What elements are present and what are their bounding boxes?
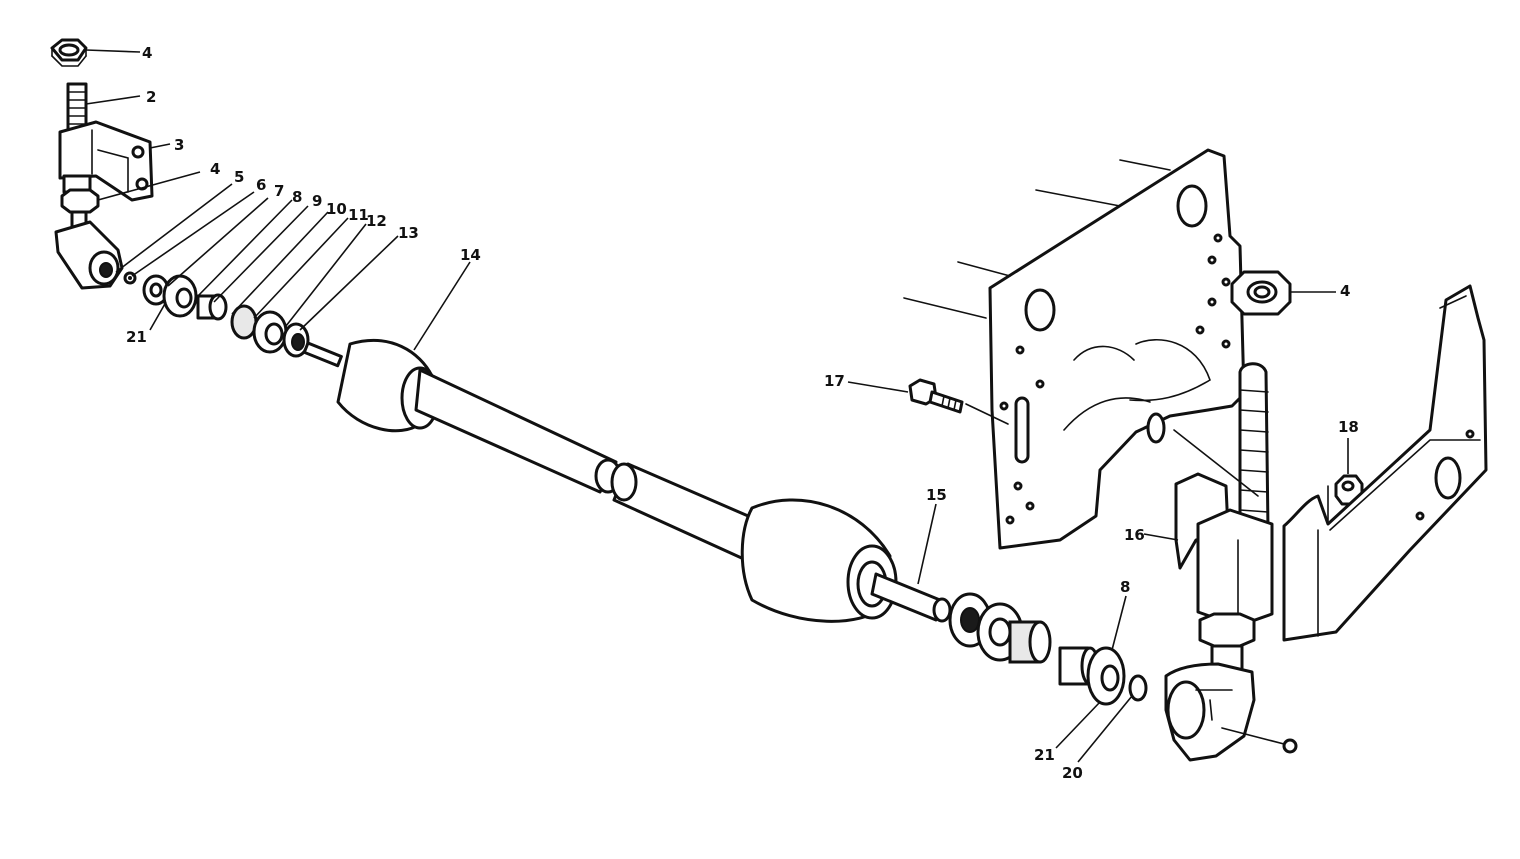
callout-4-right: 4 xyxy=(1340,282,1350,300)
part-16-slide-block xyxy=(1173,429,1274,628)
callout-10: 10 xyxy=(326,200,347,218)
part-4-mid-nut xyxy=(60,188,100,230)
callout-15: 15 xyxy=(926,486,947,504)
right-bracket xyxy=(1282,284,1488,642)
callout-21-right: 21 xyxy=(1034,746,1055,764)
callout-8-top: 8 xyxy=(292,188,302,206)
part-3-bracket xyxy=(58,120,154,202)
callout-18: 18 xyxy=(1338,418,1359,436)
callout-13: 13 xyxy=(398,224,419,242)
callout-4-mid: 4 xyxy=(210,160,220,178)
callout-labels: 4 2 3 4 5 6 7 8 9 10 11 12 13 14 21 4 17… xyxy=(126,44,1359,782)
callout-16: 16 xyxy=(1124,526,1145,544)
callout-17: 17 xyxy=(824,372,845,390)
callout-8-bottom: 8 xyxy=(1120,578,1130,596)
callout-leaders xyxy=(85,49,1349,763)
part-4-right-nut xyxy=(1230,270,1292,316)
part-14-roller xyxy=(302,338,898,623)
callout-2: 2 xyxy=(146,88,156,106)
right-lower-nut xyxy=(1198,612,1256,672)
part-2-threaded-stud xyxy=(66,82,88,134)
callout-5: 5 xyxy=(234,168,244,186)
small-screw xyxy=(1221,727,1298,754)
callout-20: 20 xyxy=(1062,764,1083,782)
callout-4-top: 4 xyxy=(142,44,152,62)
callout-7: 7 xyxy=(274,182,284,200)
right-adjusting-rod xyxy=(1238,362,1270,532)
callout-21-left: 21 xyxy=(126,328,147,346)
callout-3: 3 xyxy=(174,136,184,154)
callout-14: 14 xyxy=(460,246,481,264)
mounting-plate xyxy=(988,148,1246,550)
callout-6: 6 xyxy=(256,176,266,194)
plate-reference-lines xyxy=(903,159,1171,319)
left-bearing-stack xyxy=(142,274,310,358)
right-bearing-stack xyxy=(948,592,1148,706)
right-swivel-block xyxy=(1164,662,1256,762)
left-swivel-block xyxy=(54,220,124,290)
callout-11: 11 xyxy=(348,206,369,224)
callout-12: 12 xyxy=(366,212,387,230)
part-4-top-nut xyxy=(50,38,88,67)
part-17-bolt xyxy=(908,378,1009,425)
callout-9: 9 xyxy=(312,192,322,210)
part-15-shaft xyxy=(870,572,952,623)
